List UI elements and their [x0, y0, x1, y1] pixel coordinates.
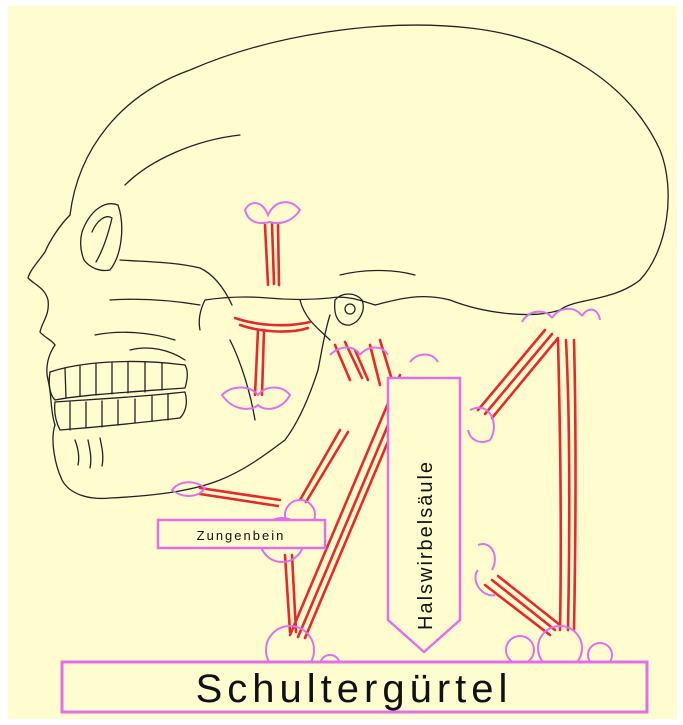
cervical-spine-arrow: Halswirbelsäule	[388, 378, 460, 652]
zungenbein-label-box: Zungenbein	[158, 520, 325, 548]
schultergurtel-label: Schultergürtel	[196, 667, 513, 711]
halswirbelsaeule-label: Halswirbelsäule	[415, 460, 437, 630]
schultergurtel-label-box: Schultergürtel	[62, 662, 647, 712]
zungenbein-label: Zungenbein	[197, 528, 286, 543]
